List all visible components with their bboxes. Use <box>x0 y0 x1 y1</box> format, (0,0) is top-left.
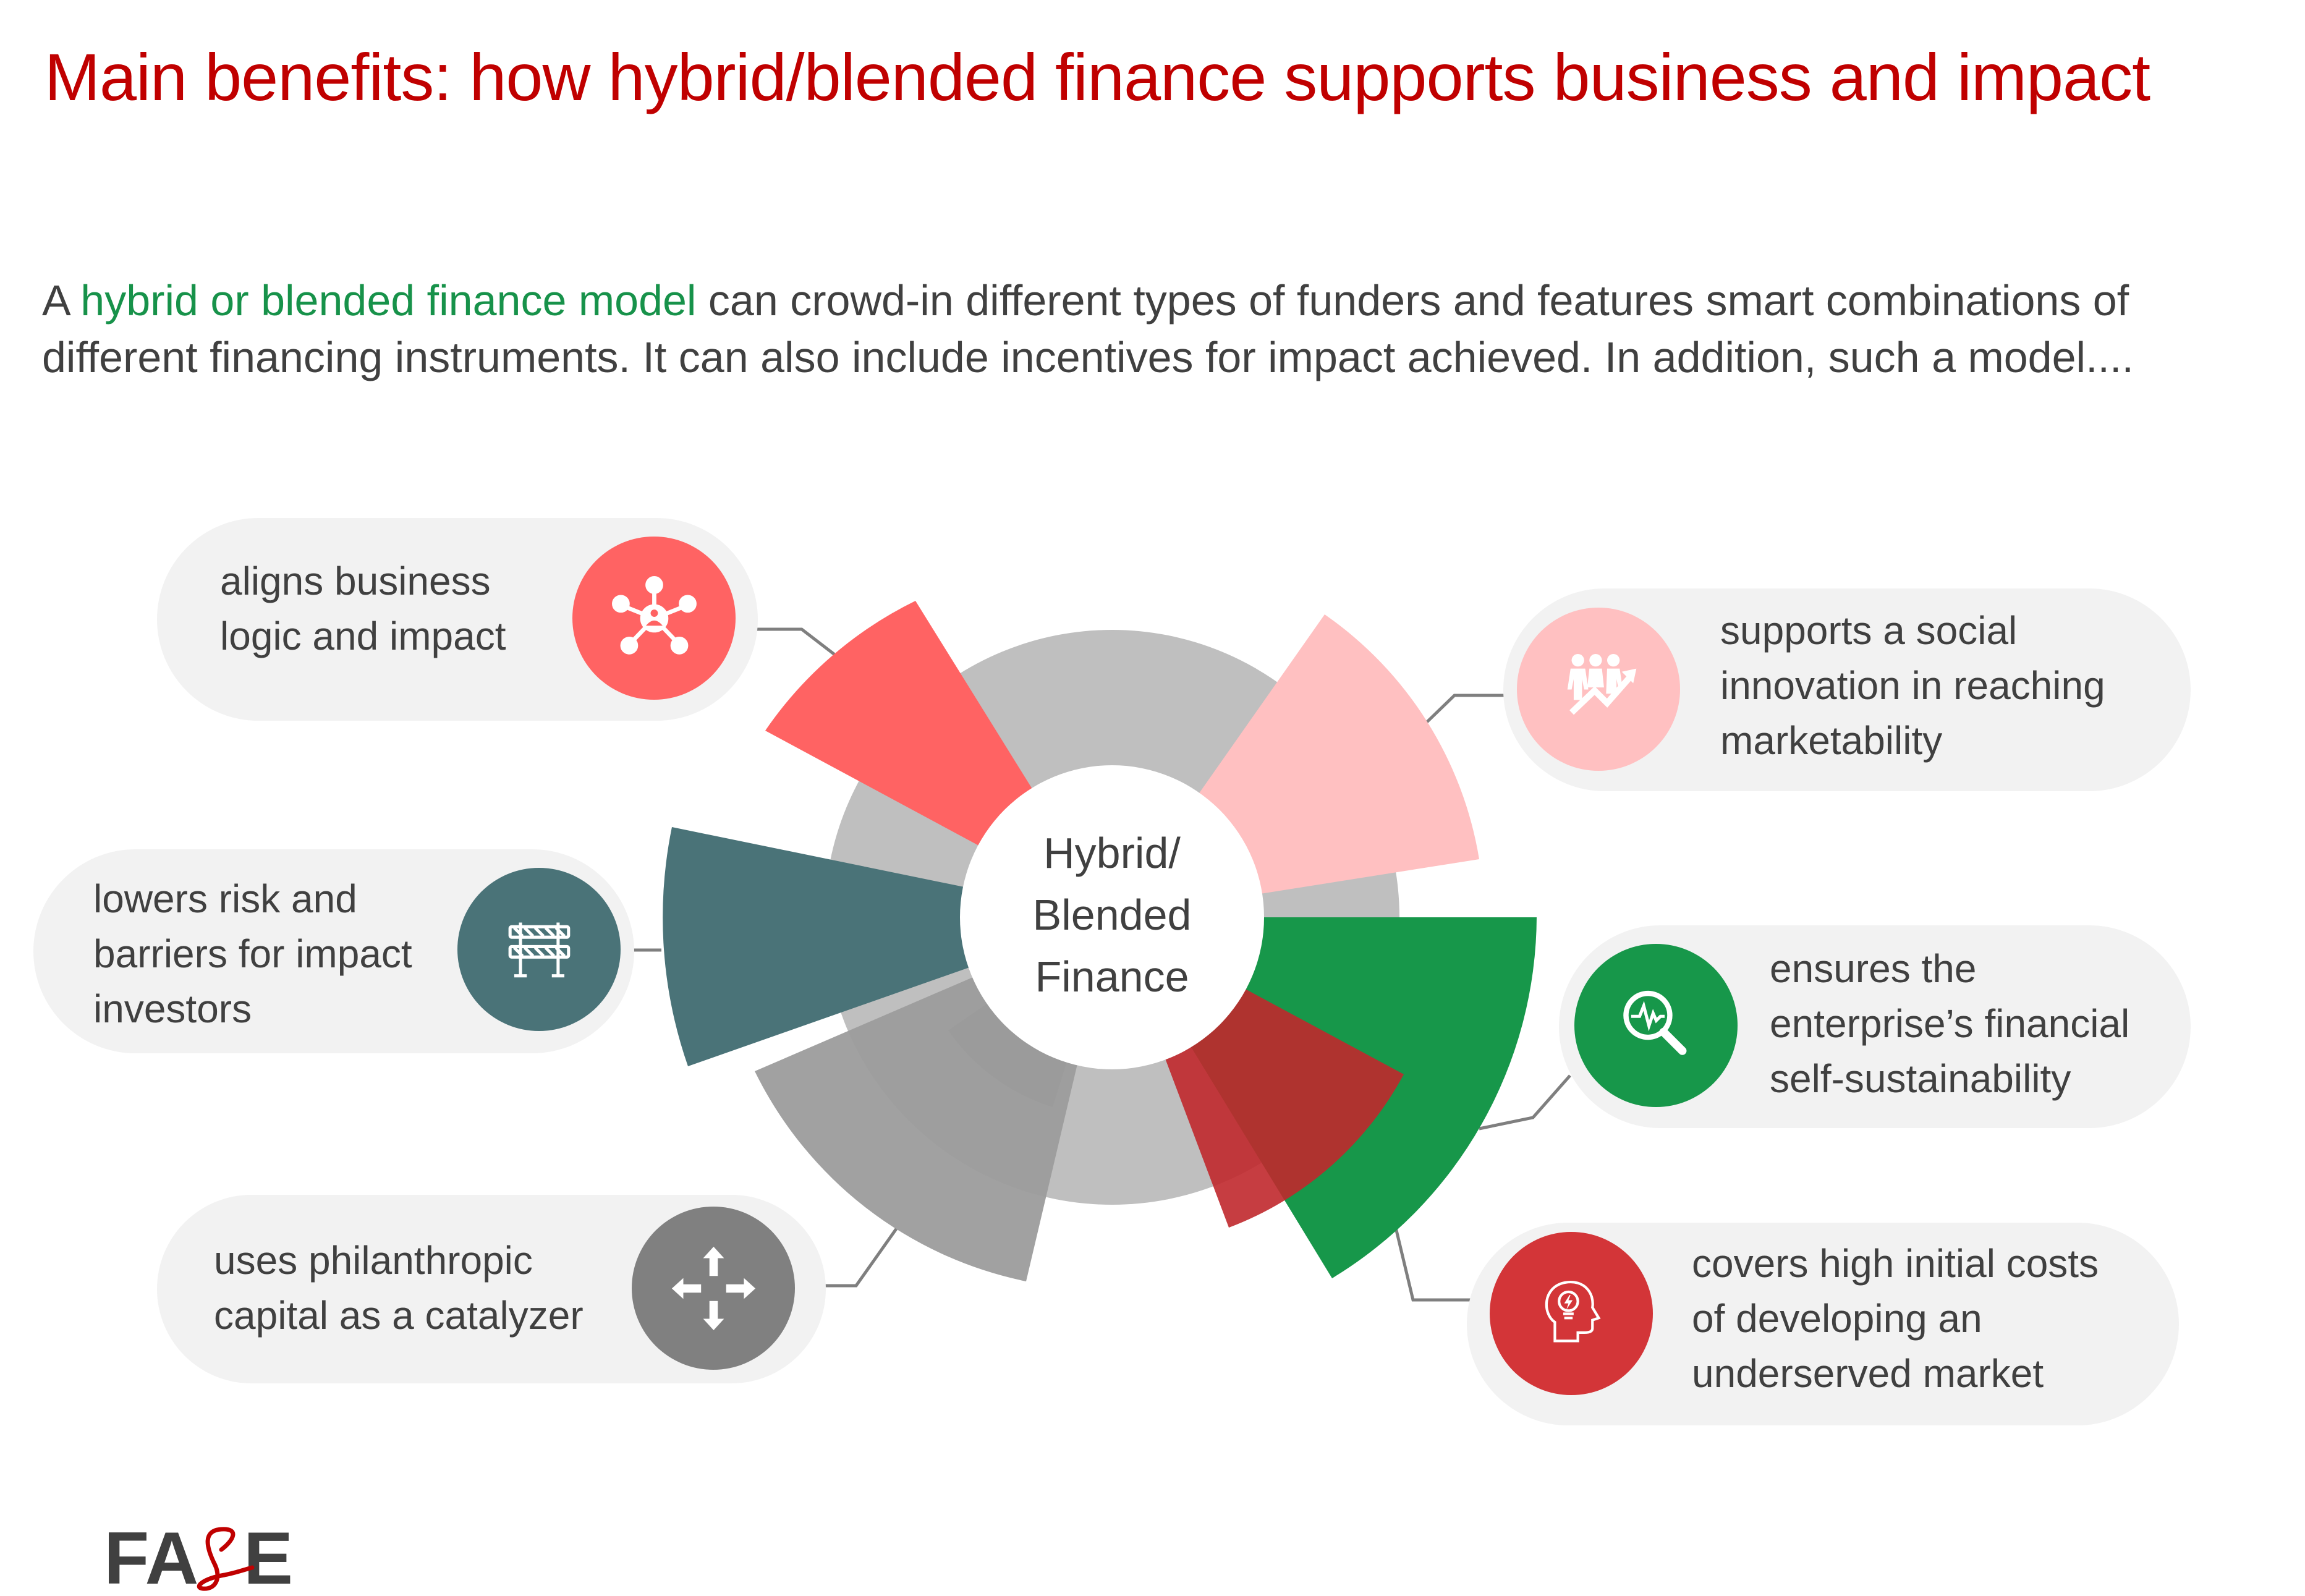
text-line: innovation in reaching <box>1720 663 2105 708</box>
center-label-line3: Finance <box>1035 953 1189 1001</box>
intro-line2: different financing instruments. It can … <box>42 333 2134 381</box>
network-person-icon <box>572 537 736 700</box>
intro-paragraph: A hybrid or blended finance model can cr… <box>42 272 2280 386</box>
logo-s-swirl <box>197 1527 255 1591</box>
benefit-social-innovation-text: supports a social innovation in reaching… <box>1720 603 2105 768</box>
text-line: barriers for impact <box>93 932 412 976</box>
text-line: uses philanthropic <box>214 1238 533 1283</box>
people-growth-icon <box>1517 608 1680 771</box>
intro-prefix: A <box>42 276 81 325</box>
fase-logo: FA E <box>104 1517 308 1596</box>
text-line: logic and impact <box>220 614 506 658</box>
text-line: self-sustainability <box>1770 1056 2071 1101</box>
text-line: lowers risk and <box>93 877 357 921</box>
four-way-arrows-icon <box>632 1207 795 1370</box>
petal-lowers-risk <box>663 827 1112 1066</box>
center-label-line2: Blended <box>1032 891 1192 939</box>
logo-e: E <box>244 1522 293 1593</box>
page-title: Main benefits: how hybrid/blended financ… <box>45 40 2150 114</box>
text-line: marketability <box>1720 718 1943 763</box>
text-line: supports a social <box>1720 608 2018 653</box>
text-line: aligns business <box>220 559 491 603</box>
text-line: of developing an <box>1692 1296 1982 1341</box>
logo-fa: FA <box>104 1522 198 1593</box>
benefit-philanthropic-text: uses philanthropic capital as a catalyze… <box>214 1233 584 1343</box>
center-circle <box>960 765 1264 1069</box>
text-line: ensures the <box>1770 946 1977 991</box>
road-barrier-icon <box>457 868 621 1031</box>
center-label: Hybrid/ Blended Finance <box>960 822 1264 1008</box>
benefit-self-sustainability-text: ensures the enterprise’s financial self-… <box>1770 941 2129 1106</box>
benefit-initial-costs-text: covers high initial costs of developing … <box>1692 1236 2099 1401</box>
text-line: underserved market <box>1692 1351 2044 1396</box>
center-label-line1: Hybrid/ <box>1043 829 1181 877</box>
intro-line1-rest: can crowd-in different types of funders … <box>696 276 2129 325</box>
intro-highlight: hybrid or blended finance model <box>80 276 697 325</box>
text-line: investors <box>93 987 252 1031</box>
text-line: enterprise’s financial <box>1770 1001 2130 1046</box>
magnifier-pulse-icon <box>1574 944 1738 1107</box>
text-line: capital as a catalyzer <box>214 1293 584 1338</box>
benefit-lowers-risk-text: lowers risk and barriers for impact inve… <box>93 872 412 1037</box>
head-lightbulb-icon <box>1490 1232 1653 1395</box>
benefit-aligns-text: aligns business logic and impact <box>220 554 506 664</box>
text-line: covers high initial costs <box>1692 1241 2099 1286</box>
